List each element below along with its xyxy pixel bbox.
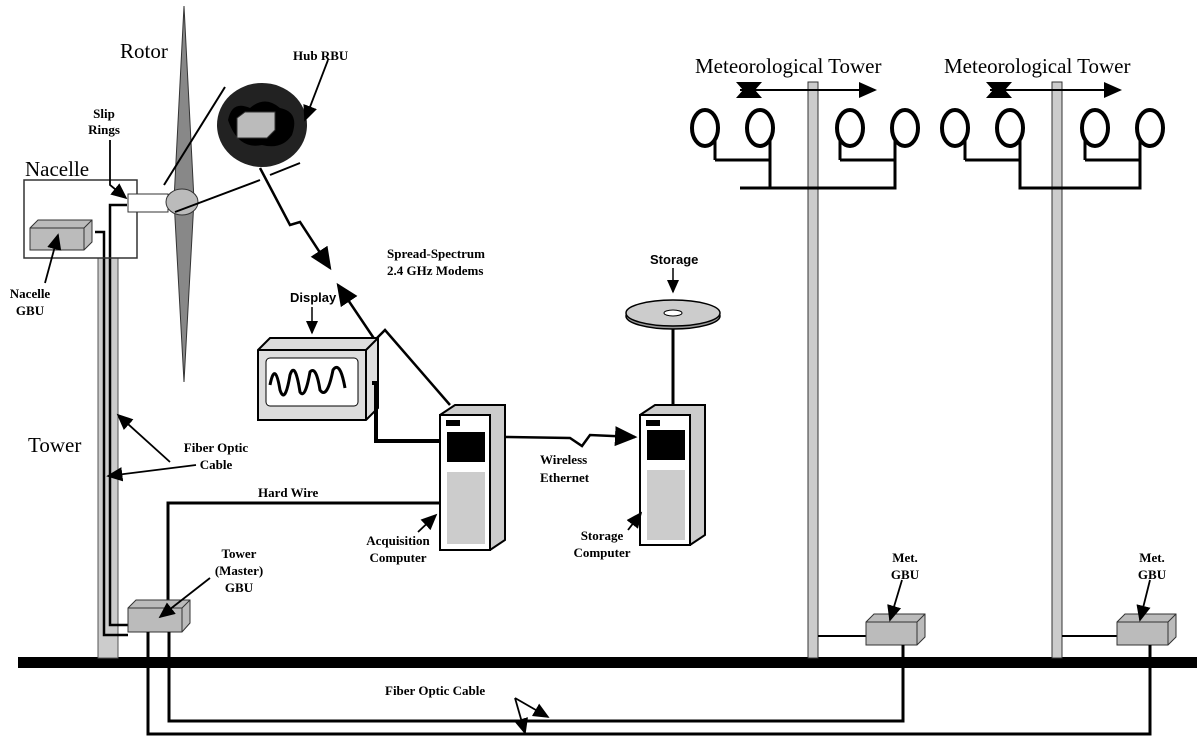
label-storage: Storage xyxy=(650,252,698,267)
label-tower-gbu-2: (Master) xyxy=(215,563,263,578)
nacelle-box xyxy=(23,179,138,259)
label-arrows xyxy=(44,59,1151,735)
label-fiber-optic-bottom: Fiber Optic Cable xyxy=(385,683,485,698)
label-rotor: Rotor xyxy=(120,39,168,63)
label-tower: Tower xyxy=(28,433,81,457)
buried-fiber-cables xyxy=(146,632,1152,736)
label-acquisition-2: Computer xyxy=(369,550,426,565)
label-met-gbu-1b: GBU xyxy=(891,567,920,582)
storage-computer xyxy=(639,404,706,546)
ground-line xyxy=(18,657,1197,668)
label-acquisition: Acquisition xyxy=(366,533,430,548)
label-display: Display xyxy=(290,290,337,305)
label-met-gbu-2: Met. xyxy=(1139,550,1165,565)
label-tower-gbu: Tower xyxy=(222,546,257,561)
label-ethernet: Ethernet xyxy=(540,470,590,485)
label-fiber-optic: Fiber Optic xyxy=(184,440,249,455)
label-storage-computer: Storage xyxy=(581,528,624,543)
label-met-tower-2: Meteorological Tower xyxy=(944,54,1131,78)
label-slip-rings-2: Rings xyxy=(88,122,120,137)
label-slip-rings: Slip xyxy=(93,106,115,121)
tower-master-gbu xyxy=(127,599,191,633)
label-storage-computer-2: Computer xyxy=(573,545,630,560)
storage-disk xyxy=(625,299,721,330)
turbine-tower xyxy=(97,257,119,659)
label-spread-spectrum: Spread-Spectrum xyxy=(387,246,485,261)
label-nacelle-gbu: Nacelle xyxy=(10,286,51,301)
display-cable xyxy=(372,381,440,443)
hard-wire xyxy=(166,501,440,605)
label-nacelle-gbu-2: GBU xyxy=(16,303,45,318)
met-tower-2 xyxy=(940,81,1177,659)
slip-rings xyxy=(127,193,169,213)
hub-rbu-zoom xyxy=(217,83,307,167)
label-nacelle: Nacelle xyxy=(25,157,89,181)
wireless-ethernet-link xyxy=(504,426,638,448)
label-met-gbu-1: Met. xyxy=(892,550,918,565)
acquisition-computer xyxy=(439,404,506,551)
label-modems: 2.4 GHz Modems xyxy=(387,263,483,278)
spread-spectrum-link xyxy=(258,167,451,406)
display-monitor xyxy=(257,337,379,421)
label-met-tower-1: Meteorological Tower xyxy=(695,54,882,78)
label-hard-wire: Hard Wire xyxy=(258,485,319,500)
label-met-gbu-2b: GBU xyxy=(1138,567,1167,582)
tower-fiber-cables xyxy=(95,203,128,637)
met-tower-1 xyxy=(690,81,926,659)
hub-zoom-lines xyxy=(163,86,301,213)
nacelle-gbu xyxy=(29,219,93,251)
label-fiber-optic-2: Cable xyxy=(200,457,233,472)
rotor-hub xyxy=(165,188,199,216)
label-hub-rbu: Hub RBU xyxy=(293,48,349,63)
label-tower-gbu-3: GBU xyxy=(225,580,254,595)
label-wireless: Wireless xyxy=(540,452,587,467)
